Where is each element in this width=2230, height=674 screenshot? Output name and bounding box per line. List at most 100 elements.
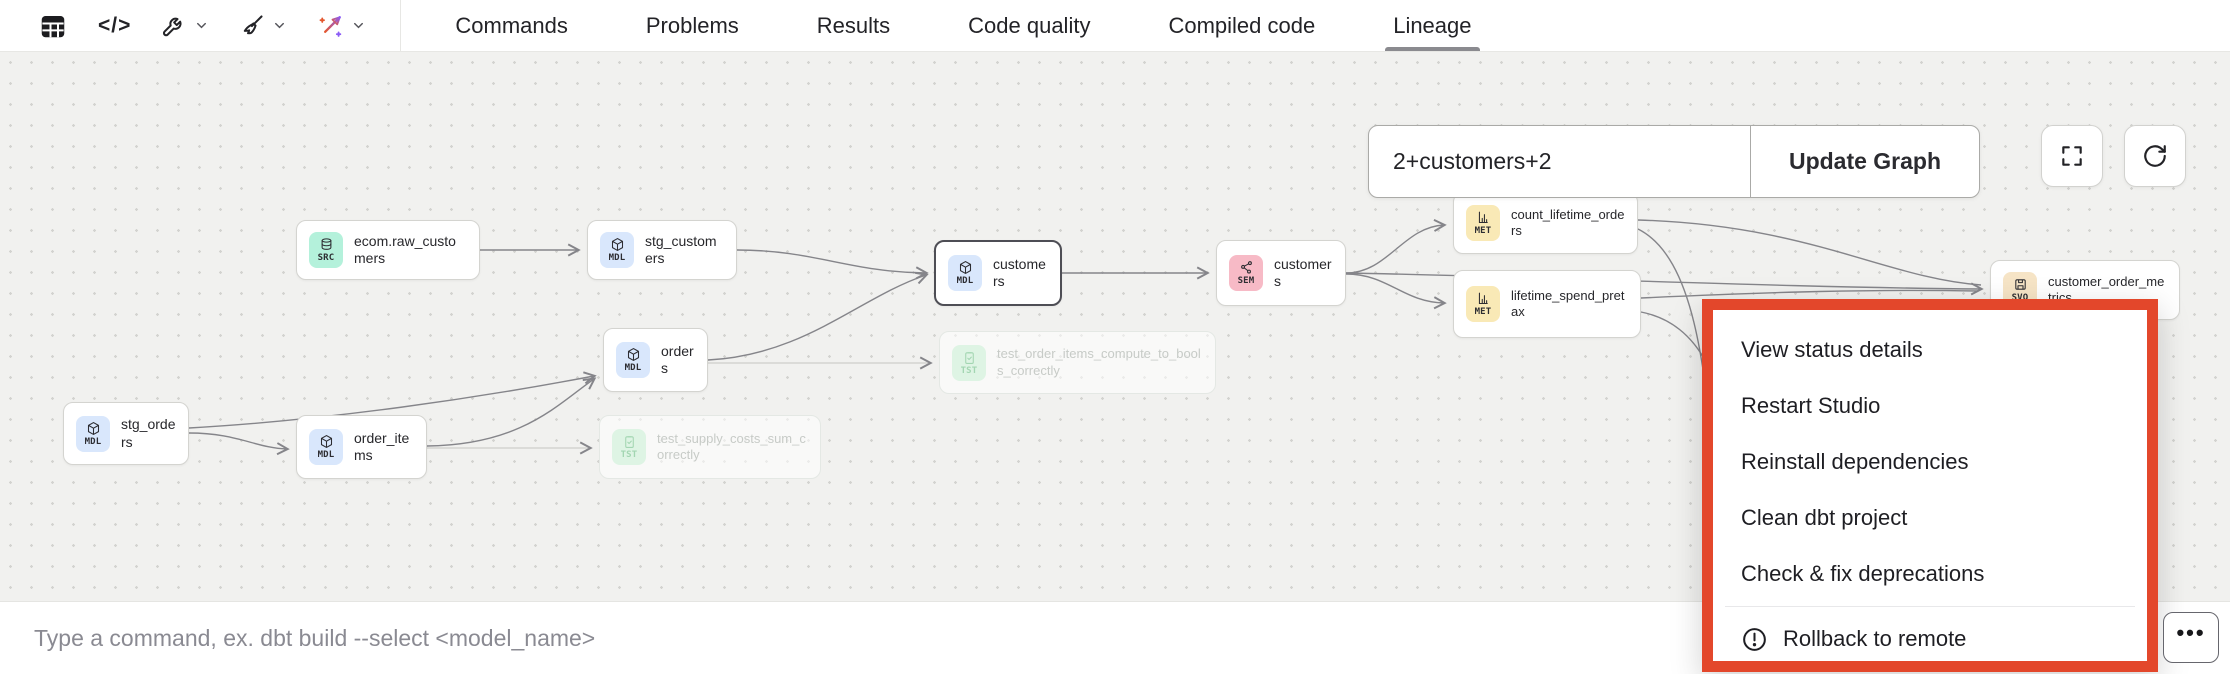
selector-divider: [1750, 126, 1751, 197]
metric-badge: MET: [1466, 205, 1500, 241]
ellipsis-icon: •••: [2176, 619, 2206, 645]
node-label: lifetime_spend_pretax: [1511, 287, 1625, 319]
lineage-node-customers-model[interactable]: MDL customers: [934, 240, 1062, 306]
semantic-graph-icon: [1240, 261, 1252, 274]
cube-icon: [87, 421, 99, 435]
model-badge: MDL: [600, 232, 634, 268]
tab-code-quality[interactable]: Code quality: [968, 12, 1091, 38]
node-label: stg_orders: [121, 416, 176, 450]
test-badge: TST: [952, 344, 986, 381]
lineage-edges: [188, 219, 1984, 491]
selector-input[interactable]: [1369, 126, 1750, 197]
cube-icon: [627, 348, 639, 361]
tab-lineage[interactable]: Lineage: [1385, 0, 1480, 51]
edge: [188, 432, 290, 456]
model-badge: MDL: [616, 342, 650, 378]
tab-results[interactable]: Results: [816, 12, 891, 38]
menu-item-clean-dbt-project[interactable]: Clean dbt project: [1741, 505, 1908, 530]
node-label: order_items: [354, 429, 410, 464]
more-options-button[interactable]: •••: [2163, 612, 2219, 663]
cube-icon: [959, 261, 971, 274]
panel-tabs: Commands Problems Results Code quality C…: [401, 0, 1480, 51]
chevron-down-icon: [275, 22, 285, 29]
edge: [1345, 273, 1447, 310]
lineage-node-count-lifetime-orders[interactable]: MET count_lifetime_orders: [1453, 192, 1638, 254]
refresh-icon: [2144, 145, 2166, 167]
menu-item-reinstall-dependencies[interactable]: Reinstall dependencies: [1741, 449, 1969, 474]
toolbar-divider: [400, 0, 402, 52]
magic-pen-icon: [319, 15, 342, 37]
bar-chart-icon: [1478, 211, 1488, 224]
code-editor-button[interactable]: </>: [90, 10, 139, 42]
menu-item-check-fix-deprecations[interactable]: Check & fix deprecations: [1741, 561, 1985, 586]
table-icon: [41, 15, 65, 37]
tool-icon-group: </>: [0, 0, 400, 51]
clean-tools-button[interactable]: [231, 8, 295, 43]
menu-item-rollback-to-remote[interactable]: Rollback to remote: [1713, 611, 2147, 667]
node-label: test_order_items_compute_to_bools_correc…: [997, 346, 1201, 378]
node-label: customers: [1274, 255, 1332, 290]
chevron-down-icon: [354, 22, 364, 29]
edge: [188, 371, 597, 429]
top-toolbar: </>: [0, 0, 2230, 52]
build-tools-button[interactable]: [153, 8, 217, 43]
model-badge: MDL: [76, 415, 110, 452]
node-label: ecom.raw_customers: [354, 232, 456, 267]
menu-item-restart-studio[interactable]: Restart Studio: [1741, 393, 1881, 418]
source-badge: SRC: [309, 232, 343, 268]
node-label: customers: [993, 255, 1046, 290]
graph-selector: Update Graph: [1368, 125, 1980, 198]
edge: [1345, 219, 1447, 274]
metric-badge: MET: [1466, 286, 1500, 322]
cube-icon: [611, 238, 623, 251]
tab-compiled-code[interactable]: Compiled code: [1168, 12, 1316, 38]
alert-circle-icon: [1743, 627, 1766, 651]
chevron-down-icon: [197, 22, 207, 29]
test-badge: TST: [612, 429, 646, 465]
edge: [426, 377, 597, 447]
node-label: orders: [661, 342, 694, 377]
menu-divider: [1725, 606, 2135, 607]
table-button[interactable]: [30, 7, 76, 45]
wrench-icon: [163, 17, 182, 37]
lineage-node-lifetime-spend-pretax[interactable]: MET lifetime_spend_pretax: [1453, 270, 1641, 338]
menu-item-view-status-details[interactable]: View status details: [1741, 337, 1923, 362]
database-icon: [321, 238, 331, 250]
edge: [1640, 289, 1979, 299]
model-badge: MDL: [948, 255, 982, 291]
bar-chart-icon: [1478, 292, 1488, 305]
node-label: stg_customers: [645, 232, 717, 267]
lineage-node-customers-semantic[interactable]: SEM customers: [1216, 240, 1346, 306]
lineage-node-stg-orders[interactable]: MDL stg_orders: [63, 402, 189, 465]
floppy-save-icon: [2014, 279, 2026, 290]
status-context-menu-highlight: View status details Restart Studio Reins…: [1702, 299, 2158, 672]
code-icon: </>: [98, 13, 132, 37]
menu-item-label: Rollback to remote: [1783, 626, 1967, 651]
lineage-node-test-supply-costs[interactable]: TST test_supply_costs_sum_correctly: [599, 415, 821, 479]
lineage-node-stg-customers[interactable]: MDL stg_customers: [587, 220, 737, 280]
clipboard-check-icon: [964, 351, 974, 364]
lineage-node-orders[interactable]: MDL orders: [603, 328, 708, 392]
fullscreen-button[interactable]: [2041, 125, 2103, 187]
semantic-badge: SEM: [1229, 255, 1263, 291]
tab-problems[interactable]: Problems: [645, 12, 739, 38]
broom-icon: [244, 15, 263, 35]
edge: [1345, 272, 1984, 296]
cube-icon: [320, 435, 332, 448]
edge: [707, 271, 929, 361]
refresh-button[interactable]: [2124, 125, 2186, 187]
clipboard-check-icon: [624, 436, 634, 448]
tab-commands[interactable]: Commands: [455, 12, 568, 38]
edge: [736, 249, 929, 280]
model-badge: MDL: [309, 429, 343, 465]
lineage-node-order-items[interactable]: MDL order_items: [296, 415, 427, 479]
lineage-node-raw-customers[interactable]: SRC ecom.raw_customers: [296, 220, 480, 280]
update-graph-button[interactable]: Update Graph: [1788, 148, 1942, 174]
edge: [1637, 219, 1982, 286]
status-context-menu: View status details Restart Studio Reins…: [1713, 310, 2147, 661]
ai-assist-button[interactable]: [309, 8, 374, 44]
fullscreen-icon: [2062, 146, 2082, 166]
node-label: count_lifetime_orders: [1511, 206, 1625, 238]
lineage-node-test-order-items[interactable]: TST test_order_items_compute_to_bools_co…: [939, 331, 1216, 394]
